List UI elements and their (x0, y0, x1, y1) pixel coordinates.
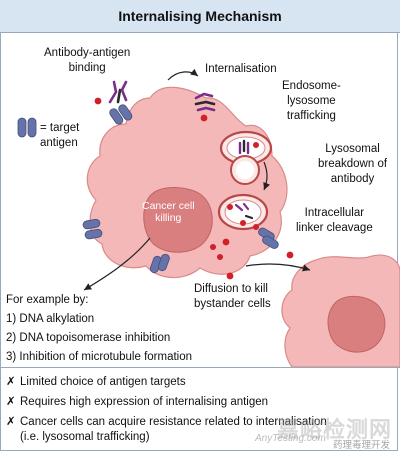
limitation-item: ✗ Limited choice of antigen targets (6, 376, 186, 388)
nucleus (143, 187, 213, 253)
limitation-item: ✗ Cancer cells can acquire resistance re… (6, 415, 396, 445)
mechanism-examples: For example by: 1) DNA alkylation 2) DNA… (6, 291, 192, 367)
antibody-fragments-lysosome (234, 202, 254, 220)
watermark-brand: 嘉峪检测网 (276, 417, 392, 442)
label-internalisation: Internalisation (205, 63, 277, 75)
membrane-antigens (82, 104, 279, 274)
cross-icon: ✗ (6, 376, 16, 388)
bystander-nucleus (327, 295, 386, 353)
examples-heading: For example by: (6, 294, 89, 306)
label-cancer-cell-killing: Cancer cell killing (142, 200, 195, 224)
label-bystander-diffusion: Diffusion to kill bystander cells (194, 283, 271, 310)
label-endosome-trafficking: Endosome- lysosome trafficking (282, 80, 341, 122)
limitations-list: ✗ Limited choice of antigen targets ✗ Re… (6, 375, 396, 450)
arrow-to-examples (83, 237, 151, 291)
example-item: 3) Inhibition of microtubule formation (6, 351, 193, 363)
cross-icon: ✗ (6, 416, 16, 428)
example-item: 2) DNA topoisomerase inhibition (6, 332, 171, 344)
antibody-internalising (194, 92, 216, 112)
arrow-internalisation (167, 68, 199, 81)
arrow-to-lysosome (263, 161, 271, 191)
limitation-sub-note: (i.e. lysosomal trafficking) (20, 431, 150, 443)
title-bar: Internalising Mechanism (0, 0, 400, 33)
label-linker-cleavage: Intracellular linker cleavage (296, 207, 373, 234)
section-divider (0, 367, 400, 368)
watermark-account: 药理毒理开发 (332, 440, 390, 451)
figure-title: Internalising Mechanism (118, 8, 282, 24)
example-item: 1) DNA alkylation (6, 313, 95, 325)
cross-icon: ✗ (6, 396, 16, 408)
target-antigen-legend-icon (17, 117, 37, 138)
limitation-item: ✗ Requires high expression of internalis… (6, 396, 269, 408)
label-lysosomal-breakdown: Lysosomal breakdown of antibody (318, 143, 388, 185)
label-antibody-binding: Antibody-antigen binding (44, 47, 131, 74)
mechanism-diagram (17, 68, 400, 367)
arrow-to-bystander (245, 263, 311, 272)
label-target-antigen: = target antigen (40, 122, 80, 149)
antibody-binding (108, 80, 128, 104)
antibody-in-endosome (238, 139, 250, 155)
watermark-url: AnyTesting.com (255, 433, 326, 444)
